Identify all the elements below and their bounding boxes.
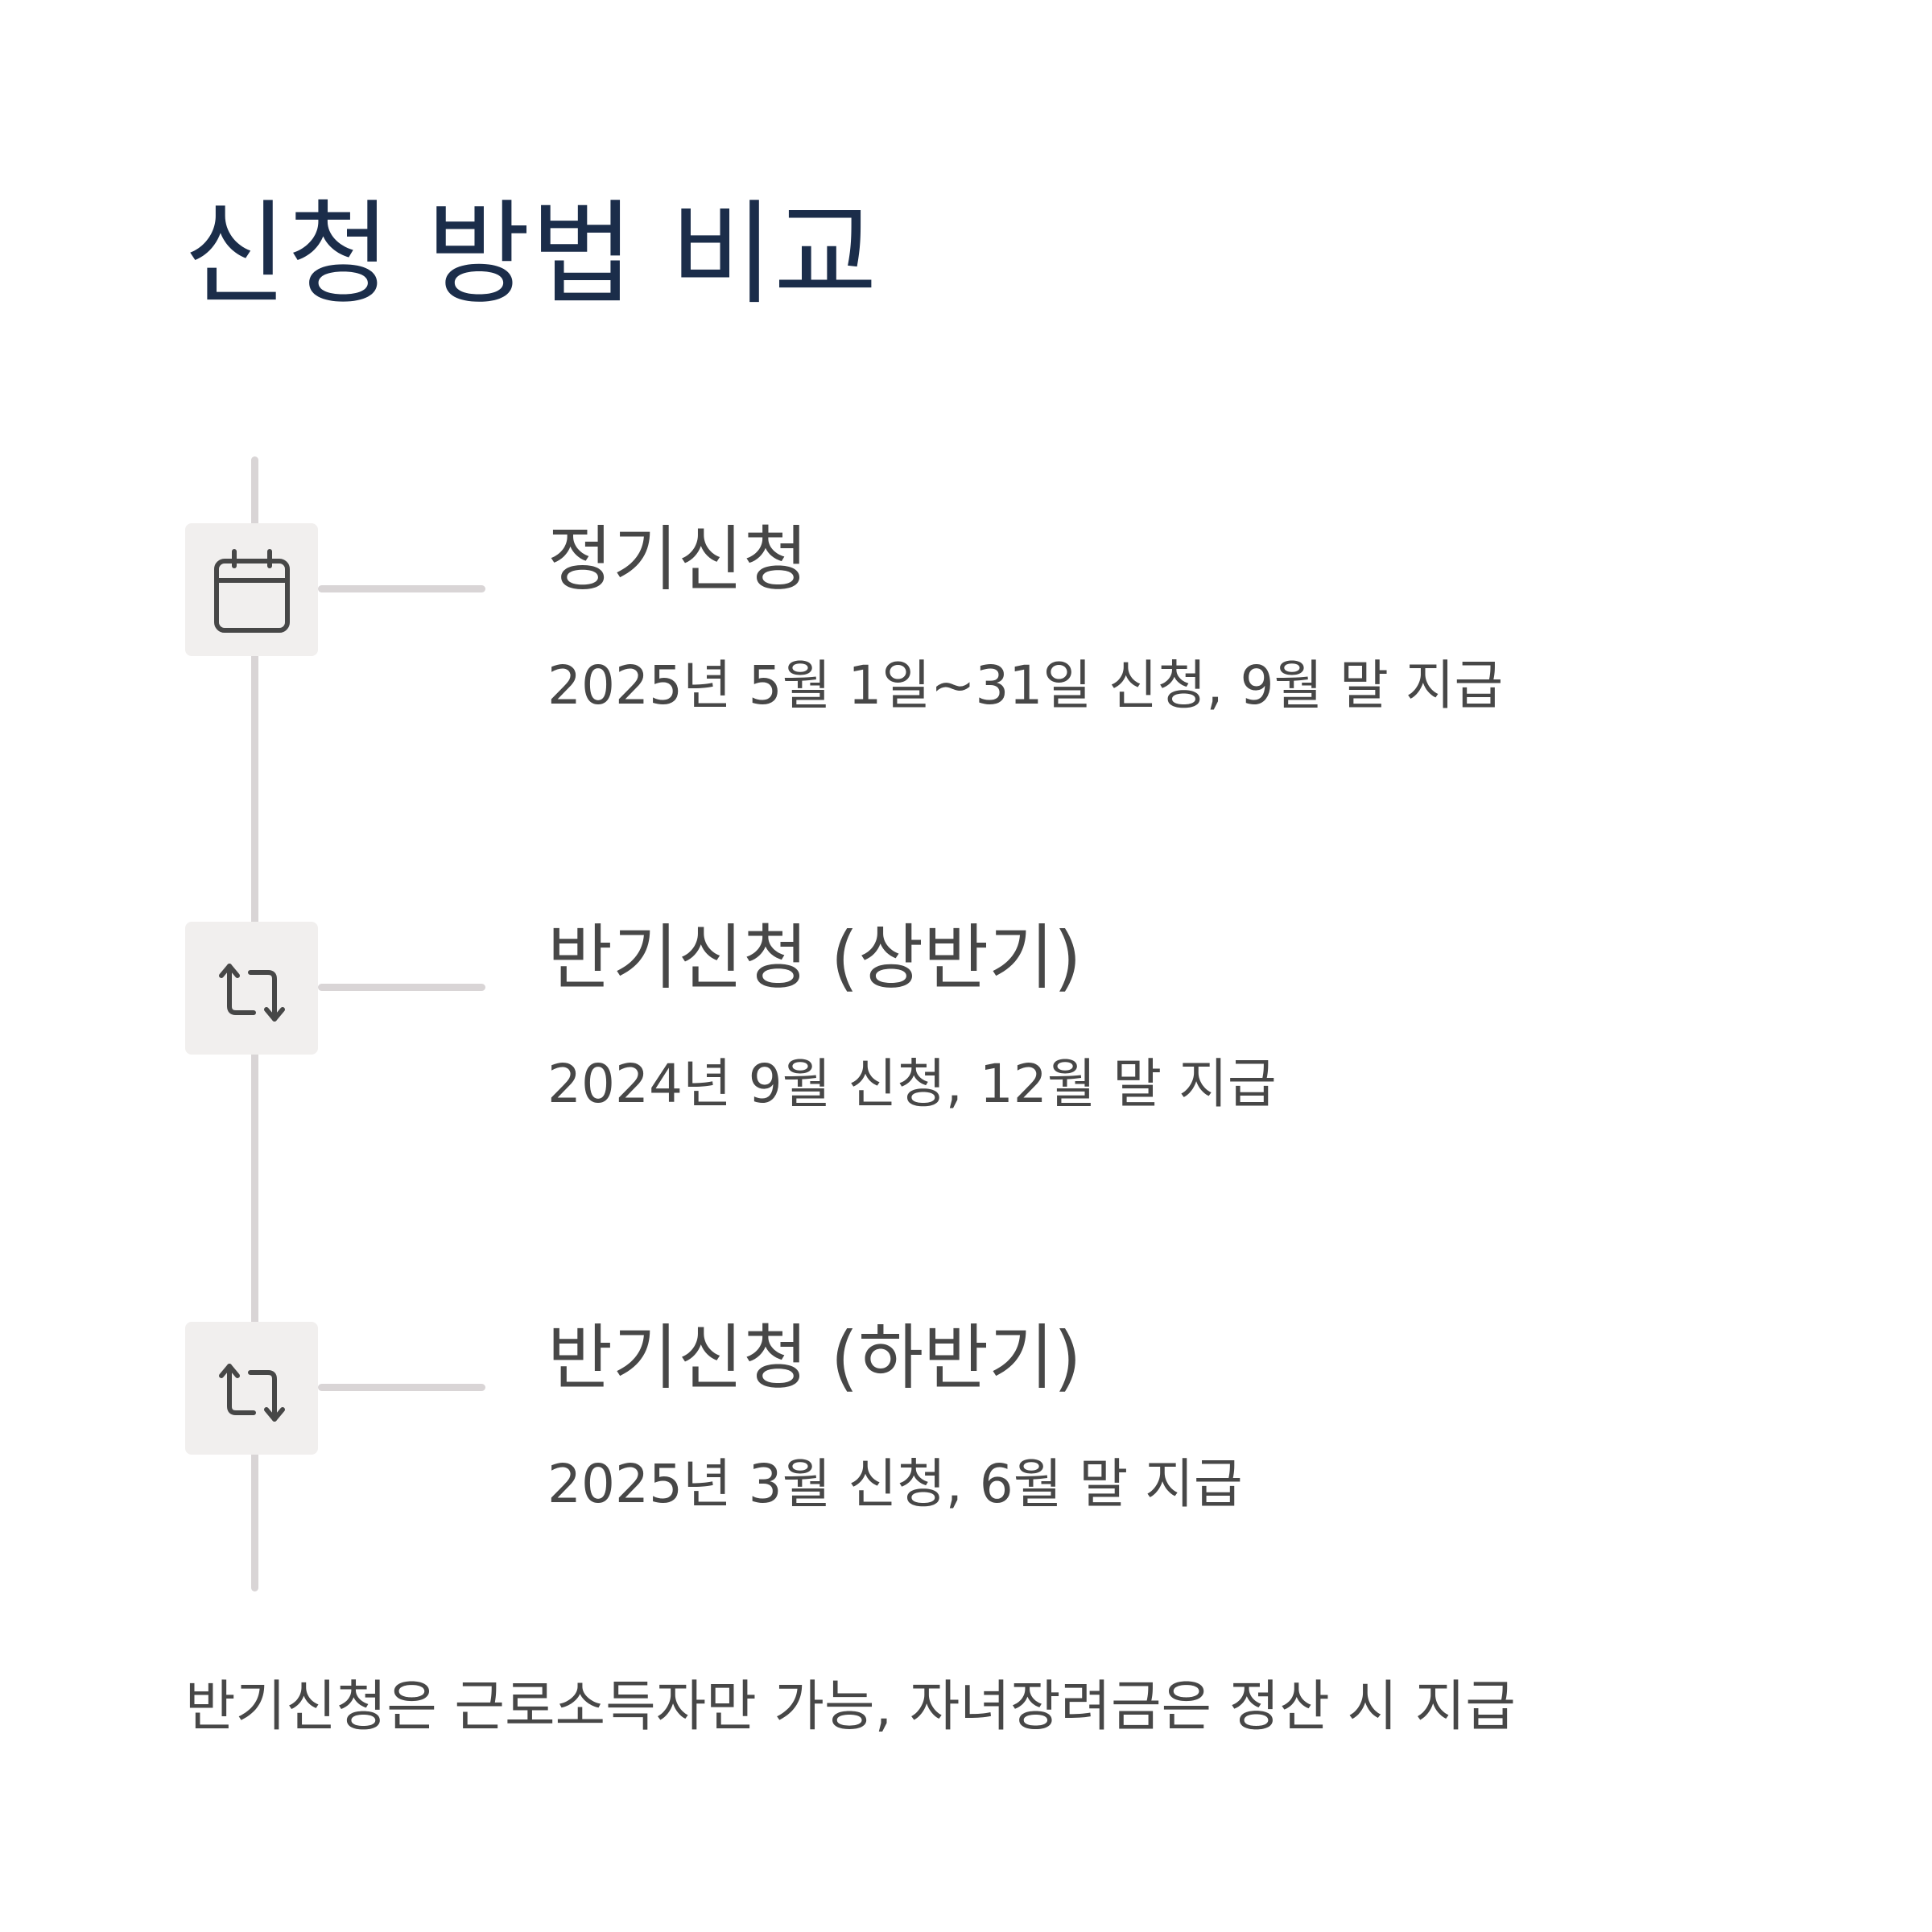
item-title-second-half: 반기신청 (하반기) bbox=[547, 1316, 1082, 1399]
footnote: 반기신청은 근로소득자만 가능, 자녀장려금은 정산 시 지급 bbox=[185, 1675, 1516, 1739]
item-description-second-half: 2025년 3월 신청, 6월 말 지급 bbox=[547, 1453, 1243, 1515]
item-description-regular: 2025년 5월 1일~31일 신청, 9월 말 지급 bbox=[547, 654, 1504, 716]
timeline-icon-box-second-half bbox=[185, 1322, 318, 1455]
repeat-icon bbox=[218, 963, 285, 1022]
timeline-connector bbox=[318, 984, 485, 991]
timeline-connector bbox=[318, 585, 485, 592]
item-title-first-half: 반기신청 (상반기) bbox=[547, 916, 1082, 999]
repeat-icon bbox=[218, 1363, 285, 1422]
item-description-first-half: 2024년 9월 신청, 12월 말 지급 bbox=[547, 1053, 1277, 1115]
calendar-icon bbox=[213, 548, 290, 633]
item-title-regular: 정기신청 bbox=[547, 518, 808, 601]
timeline-connector bbox=[318, 1384, 485, 1391]
timeline-icon-box-first-half bbox=[185, 922, 318, 1055]
page-title: 신청 방법 비교 bbox=[184, 189, 877, 320]
timeline-icon-box-regular bbox=[185, 523, 318, 656]
